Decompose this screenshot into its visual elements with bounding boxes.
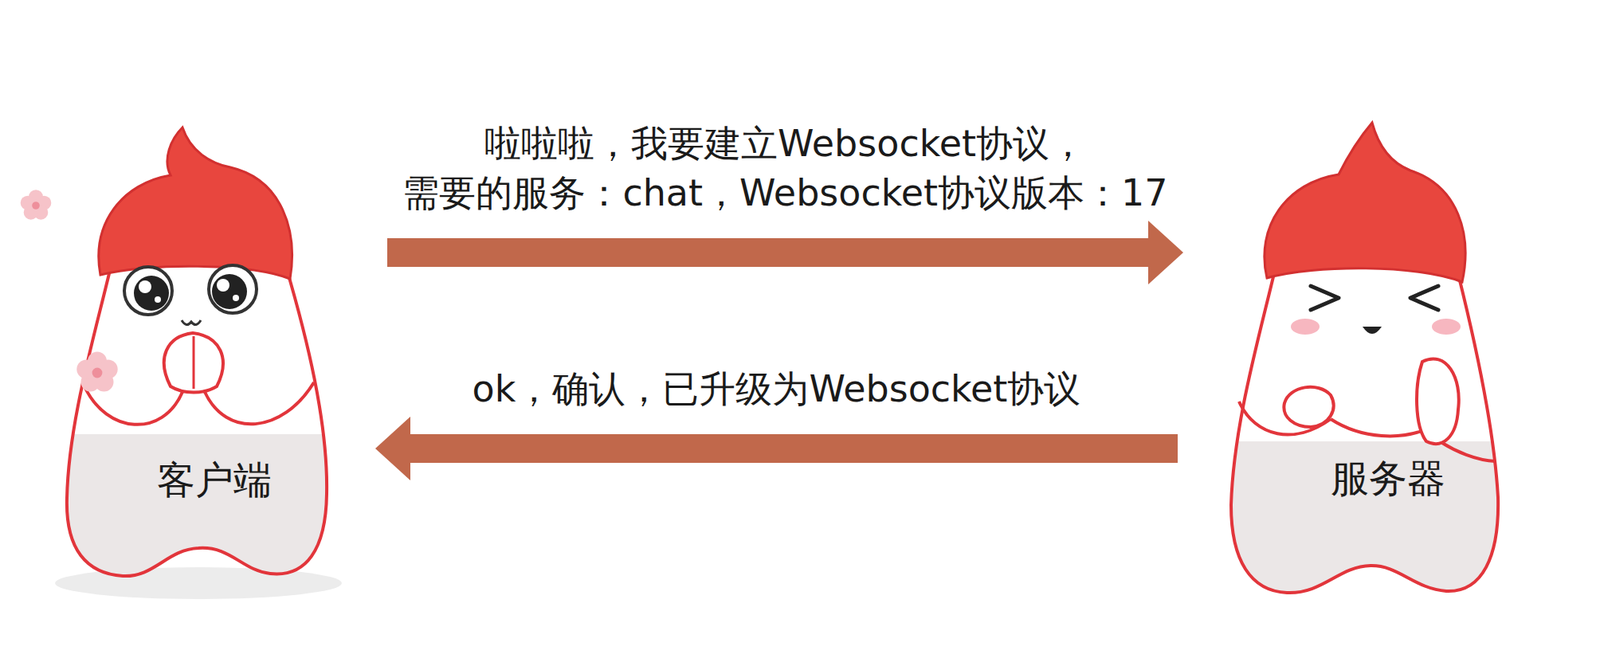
figure-part bbox=[1442, 443, 1496, 462]
figure-part bbox=[92, 368, 103, 379]
figure-part bbox=[133, 275, 169, 311]
figure-part bbox=[1416, 358, 1459, 444]
client-figure bbox=[50, 127, 338, 606]
edge-label-holder: 啦啦啦，我要建立Websocket协议， 需要的服务：chat，Websocke… bbox=[383, 118, 1189, 218]
figure-part bbox=[1431, 318, 1461, 335]
figure-part bbox=[164, 333, 224, 393]
figure-part bbox=[216, 278, 230, 292]
figure-part bbox=[1330, 419, 1428, 436]
figure-part bbox=[31, 201, 40, 210]
arrow-head bbox=[375, 416, 411, 481]
figure-part bbox=[138, 280, 152, 294]
figure-label: 客户端 bbox=[118, 457, 310, 502]
figure-part bbox=[1283, 387, 1334, 428]
figure-part bbox=[181, 320, 201, 326]
figure-part bbox=[1264, 122, 1466, 283]
figure-part bbox=[50, 434, 338, 610]
figure-part bbox=[154, 296, 161, 303]
server-figure bbox=[1219, 122, 1506, 601]
figure-part bbox=[1231, 243, 1499, 593]
figure-label: 服务器 bbox=[1292, 455, 1484, 501]
edge-label-holder: ok，确认，已升级为Websocket协议 bbox=[374, 364, 1180, 414]
figure-part bbox=[54, 567, 342, 600]
figure-part bbox=[124, 266, 173, 315]
arrow-connector bbox=[375, 416, 1178, 481]
flower bbox=[20, 189, 52, 220]
message-label: ok，确认，已升级为Websocket协议 bbox=[374, 364, 1180, 414]
figure-part bbox=[204, 382, 314, 424]
figure-part bbox=[1362, 326, 1382, 334]
server-figure-node: 服务器 bbox=[1219, 122, 1506, 601]
figure-part bbox=[66, 238, 327, 577]
figure-part bbox=[211, 274, 248, 310]
figure-part bbox=[20, 196, 36, 211]
figure-part bbox=[84, 386, 183, 425]
figure-part bbox=[192, 336, 196, 389]
figure-part bbox=[1290, 318, 1320, 335]
figure-part bbox=[232, 294, 240, 302]
arrow-shaft bbox=[387, 238, 1149, 267]
arrow-connector bbox=[387, 220, 1184, 285]
figure-part bbox=[76, 360, 96, 380]
figure-part bbox=[208, 265, 257, 314]
figure-part bbox=[98, 127, 293, 279]
arrow-shaft bbox=[410, 434, 1178, 463]
flower bbox=[76, 352, 118, 393]
arrow-head bbox=[1148, 220, 1184, 285]
client-figure-node: 客户端 bbox=[50, 127, 338, 606]
message-label: 啦啦啦，我要建立Websocket协议， 需要的服务：chat，Websocke… bbox=[383, 118, 1189, 218]
figure-part bbox=[1310, 286, 1339, 310]
figure-part bbox=[1410, 286, 1439, 310]
